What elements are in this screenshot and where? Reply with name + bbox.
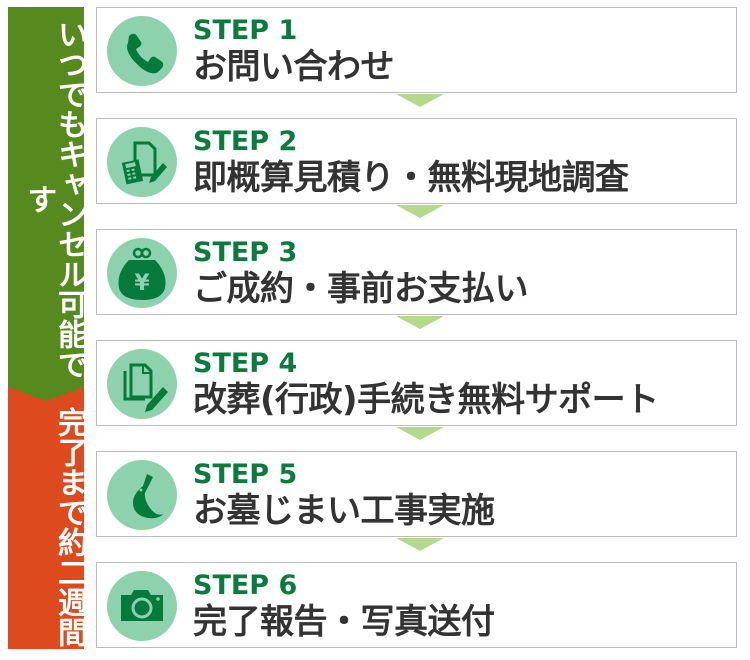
step-title: ご成約・事前お支払い [193, 269, 529, 309]
cancel-anytime-text: いつでもキャンセル可能です [21, 19, 88, 379]
completion-time-banner [8, 387, 84, 649]
completion-time-text: 完了まで約二週間 [52, 407, 87, 647]
step-5-card: STEP 5 お墓じまい工事実施 [96, 451, 737, 537]
camera-icon [107, 571, 177, 641]
step-label: STEP 4 [193, 348, 298, 379]
step-1-card: STEP 1 お問い合わせ [96, 7, 737, 93]
down-arrow-icon [396, 316, 444, 329]
step-title: 完了報告・写真送付 [193, 602, 495, 642]
phone-icon [107, 16, 177, 86]
step-label: STEP 3 [193, 237, 298, 268]
step-label: STEP 2 [193, 126, 298, 157]
step-label: STEP 6 [193, 570, 298, 601]
documents-pencil-icon [107, 349, 177, 419]
step-label: STEP 1 [193, 15, 298, 46]
step-label: STEP 5 [193, 459, 298, 490]
excavator-bucket-icon [107, 460, 177, 530]
step-title: お問い合わせ [193, 47, 395, 87]
yen-purse-icon: ¥ [107, 238, 177, 308]
down-arrow-icon [396, 538, 444, 551]
step-2-card: STEP 2 即概算見積り・無料現地調査 [96, 118, 737, 204]
step-title: 改葬(行政)手続き無料サポート [193, 380, 659, 420]
calculator-document-pen-icon [107, 127, 177, 197]
step-4-card: STEP 4 改葬(行政)手続き無料サポート [96, 340, 737, 426]
step-6-card: STEP 6 完了報告・写真送付 [96, 562, 737, 648]
sidebar-banner: いつでもキャンセル可能です 完了まで約二週間 [8, 7, 88, 649]
down-arrow-icon [396, 205, 444, 218]
step-title: お墓じまい工事実施 [193, 491, 495, 531]
step-title: 即概算見積り・無料現地調査 [193, 158, 629, 198]
step-3-card: ¥ STEP 3 ご成約・事前お支払い [96, 229, 737, 315]
down-arrow-icon [396, 427, 444, 440]
cancel-anytime-banner [8, 7, 84, 387]
banner-arrow-divider [8, 387, 84, 401]
svg-text:¥: ¥ [134, 271, 150, 296]
down-arrow-icon [396, 94, 444, 107]
